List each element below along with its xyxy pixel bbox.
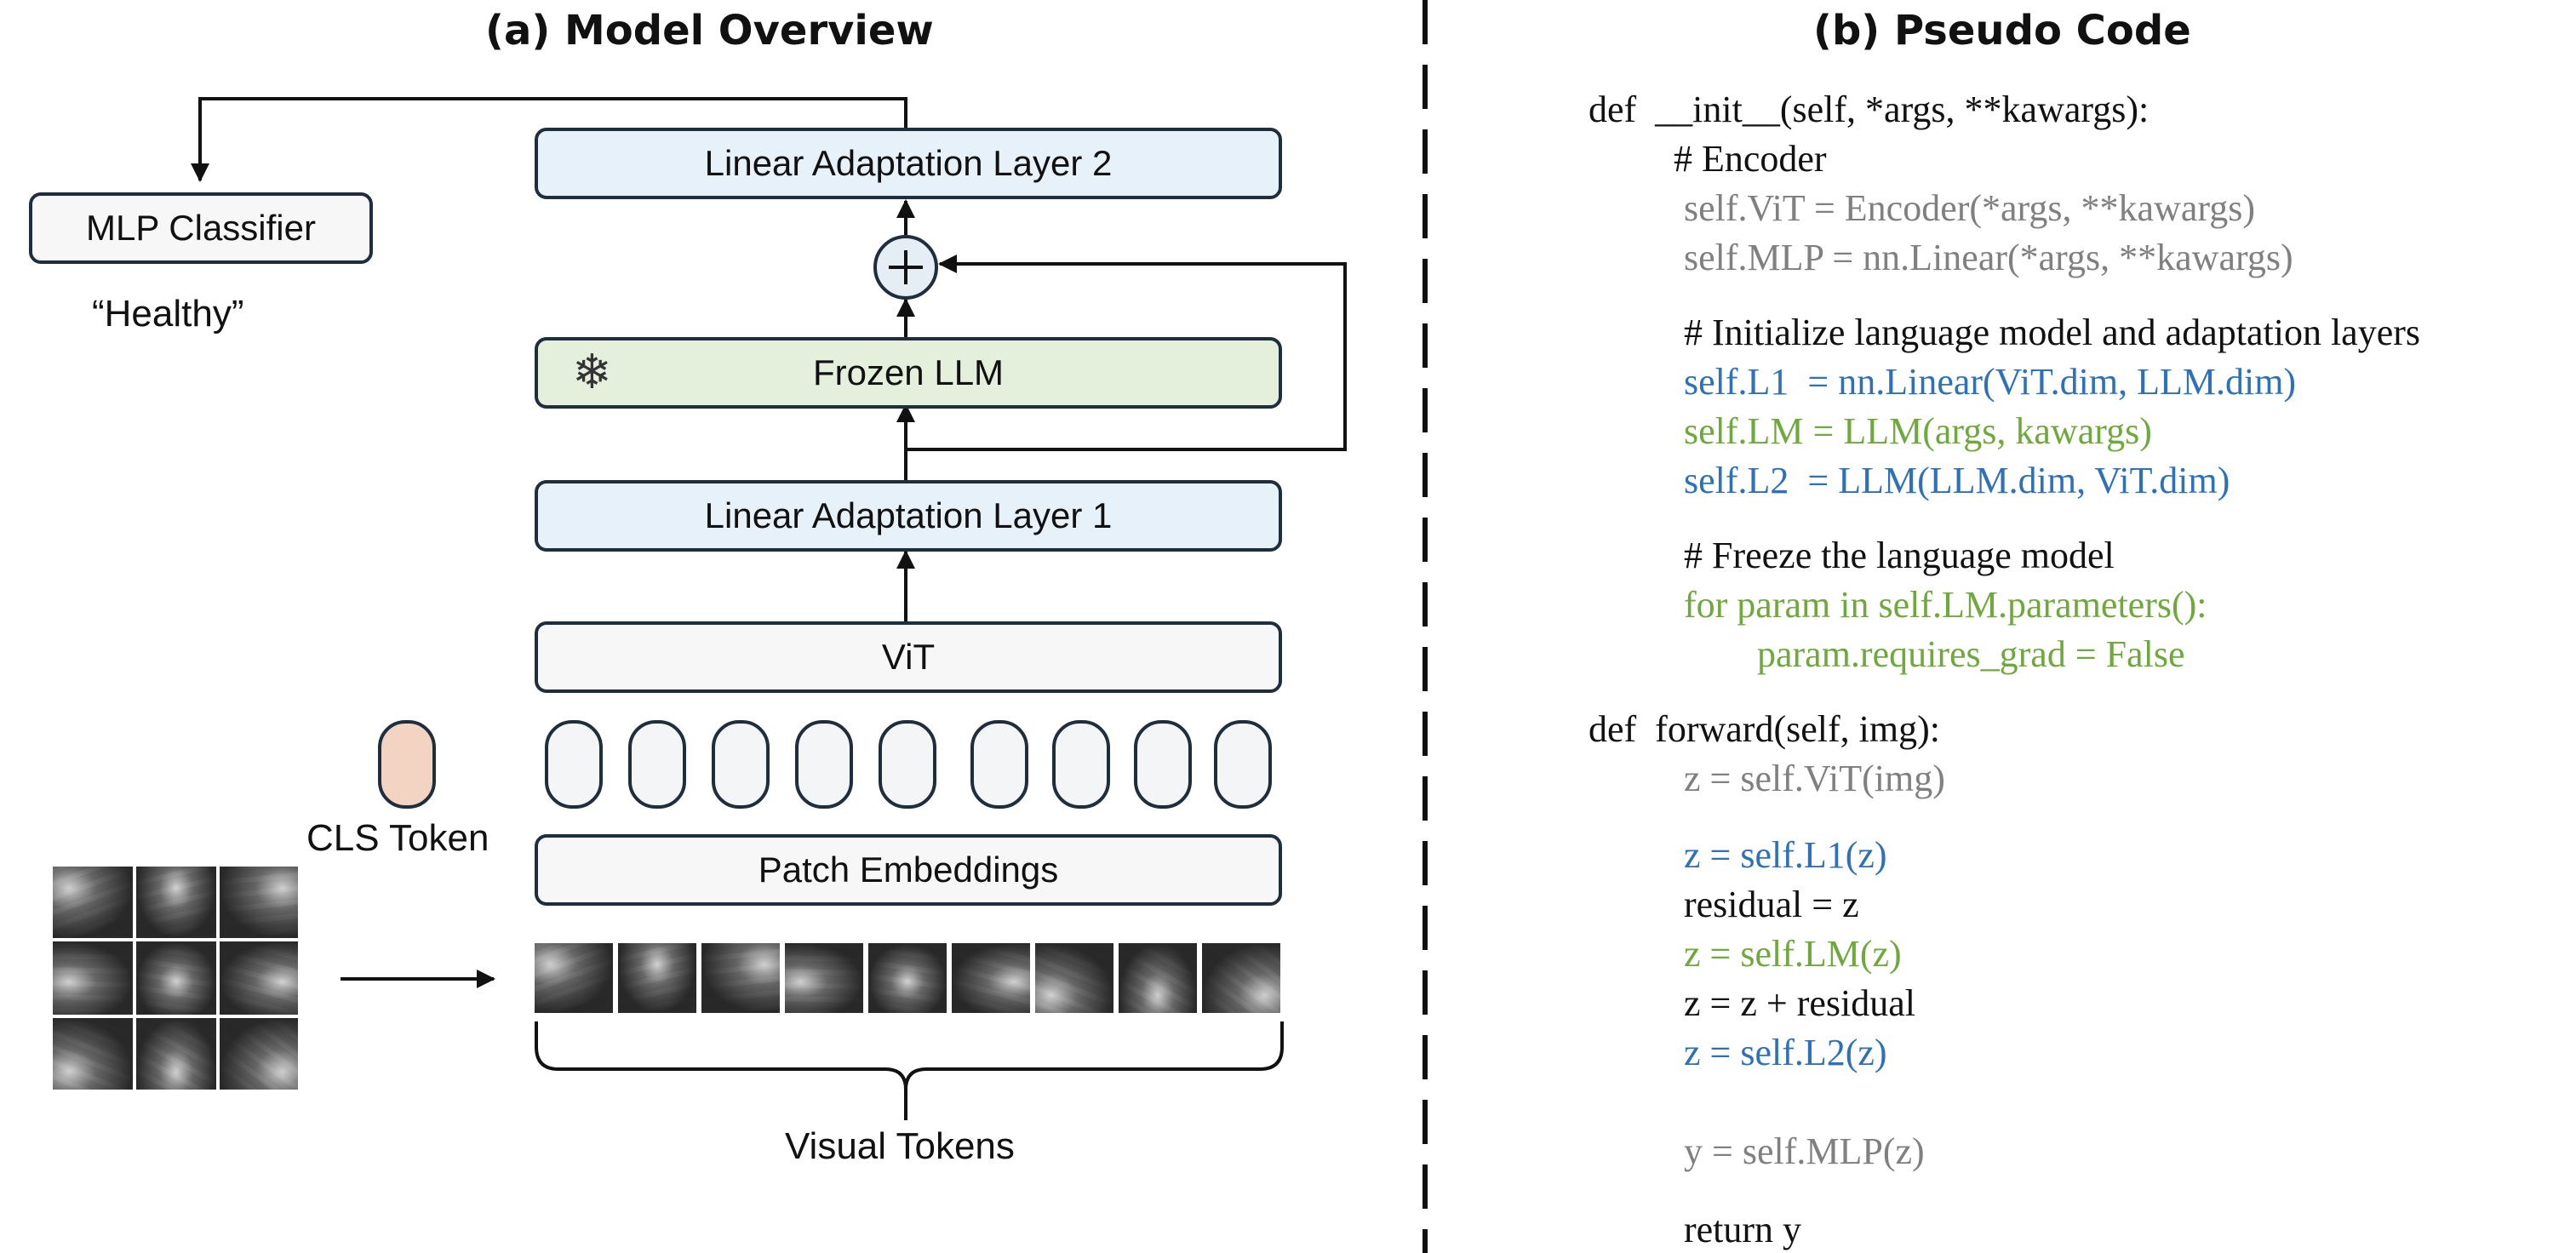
vit-encoder-label: ViT	[881, 637, 936, 677]
panel-divider	[1423, 0, 1428, 1253]
embedding-token	[1214, 720, 1272, 809]
code-line: def forward(self, img):	[1589, 708, 1940, 750]
xray-patch	[53, 941, 133, 1015]
visual-tokens-label: Visual Tokens	[785, 1125, 1015, 1167]
xray-patch	[136, 1018, 216, 1090]
snowflake-icon: ❄	[572, 345, 612, 400]
code-line: # Freeze the language model	[1684, 535, 2115, 576]
code-line: z = self.ViT(img)	[1684, 758, 1945, 799]
mlp-classifier: MLP Classifier	[29, 192, 373, 264]
linear-adaptation-layer-2: Linear Adaptation Layer 2	[535, 128, 1282, 199]
code-line: self.L2 = LLM(LLM.dim, ViT.dim)	[1684, 460, 2230, 501]
code-line: residual = z	[1684, 884, 1859, 925]
code-line: self.LM = LLM(args, kawargs)	[1684, 410, 2152, 452]
embedding-token	[1052, 720, 1110, 809]
code-line: self.MLP = nn.Linear(*args, **kawargs)	[1684, 237, 2293, 278]
linear-adaptation-layer-1: Linear Adaptation Layer 1	[535, 480, 1282, 552]
arrow-layer2-to-classifier	[191, 97, 907, 182]
panel-a-title: (a) Model Overview	[485, 7, 934, 54]
visual-token-patch	[1119, 943, 1197, 1013]
residual-connection	[906, 255, 1347, 451]
visual-token-patch	[701, 943, 780, 1013]
xray-patch	[220, 867, 298, 938]
code-line: # Initialize language model and adaptati…	[1684, 312, 2421, 353]
embedding-token	[795, 720, 853, 809]
code-line: def __init__(self, *args, **kawargs):	[1589, 89, 2150, 130]
visual-token-patch	[535, 943, 613, 1013]
code-line: return y	[1684, 1209, 1802, 1250]
code-line: # Encoder	[1674, 138, 1827, 180]
code-line: y = self.MLP(z)	[1684, 1130, 1925, 1172]
embedding-token	[628, 720, 686, 809]
embedding-token	[1134, 720, 1192, 809]
embedding-token	[879, 720, 936, 809]
visual-token-patch	[868, 943, 947, 1013]
embedding-token	[545, 720, 603, 809]
code-line: param.requires_grad = False	[1757, 633, 2185, 675]
frozen-llm-label: Frozen LLM	[812, 352, 1005, 392]
patch-embeddings: Patch Embeddings	[535, 834, 1282, 906]
visual-token-patch	[952, 943, 1030, 1013]
visual-token-patch	[618, 943, 696, 1013]
code-line: for param in self.LM.parameters():	[1684, 584, 2207, 626]
frozen-llm: Frozen LLM	[535, 337, 1282, 409]
residual-add-icon	[873, 235, 938, 300]
cls-token	[378, 720, 436, 809]
embedding-token	[712, 720, 770, 809]
linear-adaptation-layer-2-label: Linear Adaptation Layer 2	[704, 143, 1113, 183]
xray-patch	[136, 941, 216, 1015]
visual-tokens-brace	[535, 1021, 1284, 1120]
code-line: z = self.L1(z)	[1684, 834, 1887, 876]
xray-patch	[220, 941, 298, 1015]
output-prediction: “Healthy”	[92, 293, 244, 335]
code-line: self.ViT = Encoder(*args, **kawargs)	[1684, 187, 2255, 229]
xray-patch	[53, 1018, 133, 1090]
visual-token-patch	[785, 943, 863, 1013]
patch-embeddings-label: Patch Embeddings	[758, 850, 1059, 890]
visual-token-patch	[1202, 943, 1280, 1013]
xray-patch	[220, 1018, 298, 1090]
code-line: z = self.L2(z)	[1684, 1032, 1887, 1073]
panel-b-title: (b) Pseudo Code	[1813, 7, 2191, 54]
embedding-token	[970, 720, 1028, 809]
xray-patch	[53, 867, 133, 938]
vit-encoder: ViT	[535, 621, 1282, 693]
mlp-classifier-label: MLP Classifier	[86, 208, 316, 248]
cls-token-label: CLS Token	[306, 817, 489, 859]
code-line: z = self.LM(z)	[1684, 933, 1902, 975]
linear-adaptation-layer-1-label: Linear Adaptation Layer 1	[704, 495, 1113, 535]
code-line: self.L1 = nn.Linear(ViT.dim, LLM.dim)	[1684, 361, 2297, 403]
visual-token-patch	[1035, 943, 1113, 1013]
xray-patch	[136, 867, 216, 938]
code-line: z = z + residual	[1684, 982, 1915, 1024]
